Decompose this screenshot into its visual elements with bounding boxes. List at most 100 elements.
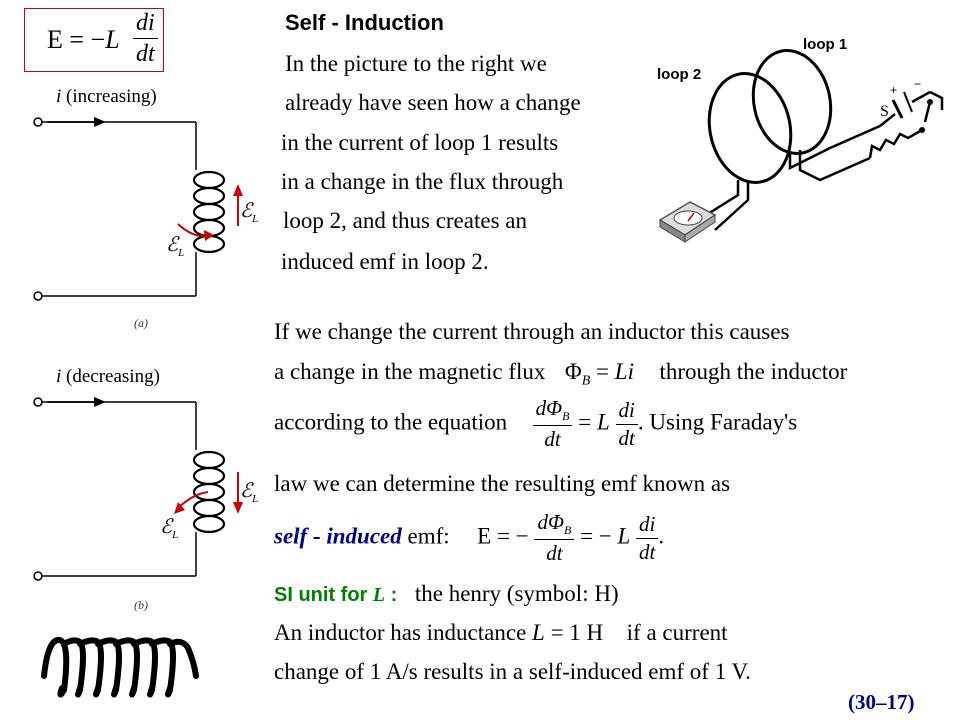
emf-label-b-right: ℰL [240,478,258,505]
inductance-line: An inductor has inductance L = 1 H if a … [274,620,728,646]
si-unit-text: the henry (symbol: H) [414,581,619,606]
li-expression: Li [614,359,634,384]
caption-a: (a) [134,316,148,330]
dt-denominator: dt [532,425,573,450]
emf-subscript: L [178,247,185,259]
emf-label-b-left: ℰL [160,514,178,541]
intro-line-3: in the current of loop 1 results [281,130,559,155]
intro-line-4: in a change in the flux through [281,169,564,194]
emf-symbol: E [477,523,492,549]
figure-b-current-label: i (decreasing) [56,366,160,388]
solenoid-drawing [41,636,199,698]
emf-word: emf: [407,523,450,549]
inductance-symbol: L [105,25,120,54]
loop-1-coil [751,49,833,155]
terminal-bottom-a [33,291,43,301]
slide-title: Self - Induction [285,10,444,35]
slide-number: (30–17) [848,690,915,714]
body-line-4: law we can determine the resulting emf k… [274,471,731,496]
emf-script-symbol: ℰ [240,480,253,502]
equals-sign: = [596,359,610,384]
inductance-suffix-text: if a current [626,620,728,645]
emf-script-symbol: ℰ [160,516,173,538]
si-unit-variable: L [372,584,386,606]
di-numerator: di [618,397,635,422]
emf-script-symbol: ℰ [240,200,253,222]
emf-symbol: E [47,25,63,54]
emf-subscript: L [252,493,259,505]
emf-label-a-left: ℰL [166,232,184,259]
inductance-symbol: L [617,523,631,549]
battery-plus-sign: + [890,83,897,97]
inductance-symbol: L [596,409,610,435]
emf-script-symbol: ℰ [166,234,179,256]
battery [879,90,931,127]
equals-sign: = [578,409,592,435]
si-unit-label: SI unit for L : [274,584,397,606]
loop-2-label: loop 2 [657,66,702,83]
equals-minus: = − [496,523,529,549]
current-symbol: i [56,366,62,387]
si-unit-colon: : [390,584,398,606]
fraction-numerator: di [136,10,155,36]
terminal-top-a [33,117,43,127]
body-last-line: change of 1 A/s results in a self-induce… [274,659,751,684]
terminal-top-b [33,397,43,407]
current-state-decreasing: (decreasing) [66,366,160,387]
body-line-1: If we change the current through an indu… [274,319,790,344]
dt-denominator: dt [615,423,638,449]
self-inductance-equation-box: E = −L di dt [24,8,164,72]
inductor-figure-a [33,117,243,301]
figure-a-current-label: i (increasing) [56,86,157,108]
dphi-numerator: dΦ [535,396,563,420]
dt-denominator: dt [534,539,575,564]
body-line-2: a change in the magnetic flux ΦB = Li th… [274,359,847,390]
galvanometer [658,201,717,243]
intro-line-6: induced emf in loop 2. [281,249,489,274]
period: . [658,523,665,549]
phi-subscript: B [581,373,591,389]
emf-label-a-right: ℰL [240,198,258,225]
line2-suffix-text: through the inductor [659,359,848,384]
si-unit-line: SI unit for L : the henry (symbol: H) [274,581,619,607]
dphi-numerator: dΦ [537,510,564,534]
si-unit-prefix: SI unit for [274,584,368,606]
inductance-prefix-text: An inductor has inductance [274,620,527,645]
emf-subscript: L [252,213,259,225]
current-state-increasing: (increasing) [66,86,157,107]
equals-minus: = − [69,25,106,54]
dphi-subscript: B [562,409,570,424]
inductor-figure-b [33,397,243,581]
inductance-value: = 1 H [550,620,604,645]
dt-denominator: dt [636,537,659,563]
two-loops-figure: + − S [658,49,944,243]
di-numerator: di [639,511,656,536]
emf-subscript: L [172,529,179,541]
switch-label: S [880,103,889,120]
coil-a [192,170,226,254]
line2-prefix-text: a change in the magnetic flux [274,359,546,384]
intro-line-5: loop 2, and thus creates an [283,208,527,233]
equation-lhs: E = −L [47,25,120,55]
inductance-symbol: L [532,620,545,645]
di-dt-fraction: di dt [133,11,158,66]
resistor [868,128,923,159]
dphi-subscript: B [563,523,572,538]
self-induced-label: self - induced [274,523,402,549]
current-symbol: i [56,86,62,107]
phi-symbol: Φ [564,359,582,384]
terminal-bottom-b [33,571,43,581]
fraction-denominator: dt [133,38,158,66]
intro-line-1: In the picture to the right we [285,51,547,76]
line3-suffix-text: . Using Faraday's [637,409,798,435]
loop-1-label: loop 1 [803,36,848,53]
line3-prefix-text: according to the equation [274,409,508,435]
equals-minus: = − [580,523,612,549]
